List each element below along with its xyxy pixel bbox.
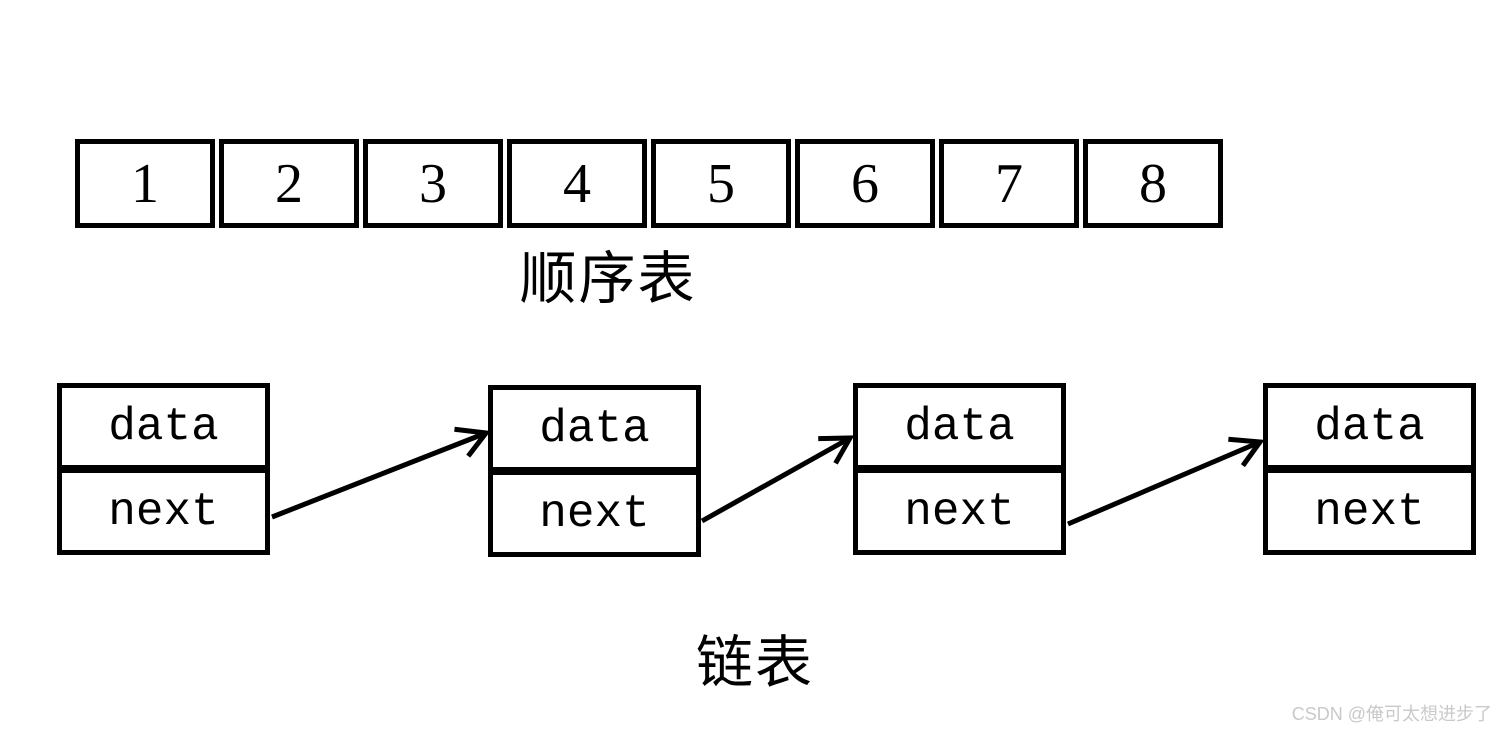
array-cell-value: 6 bbox=[851, 152, 879, 215]
node-data-field: data bbox=[1268, 388, 1471, 473]
next-pointer-arrow bbox=[700, 438, 850, 524]
next-pointer-arrow bbox=[271, 433, 486, 520]
list-node: data next bbox=[1263, 383, 1476, 555]
next-pointer-arrow bbox=[1067, 442, 1260, 527]
array-cell: 3 bbox=[363, 139, 503, 228]
array-cell: 8 bbox=[1083, 139, 1223, 228]
node-data-field: data bbox=[858, 388, 1061, 473]
watermark: CSDN @俺可太想进步了 bbox=[1291, 704, 1492, 724]
array-cell-value: 8 bbox=[1139, 152, 1167, 215]
sequential-list: 1 2 3 4 5 6 7 8 bbox=[75, 139, 1223, 228]
array-cell-value: 1 bbox=[131, 152, 159, 215]
array-cell: 2 bbox=[219, 139, 359, 228]
node-next-field: next bbox=[108, 485, 219, 538]
list-node: data next bbox=[57, 383, 270, 555]
node-next-field: next bbox=[1314, 485, 1425, 538]
array-cell: 7 bbox=[939, 139, 1079, 228]
node-data-field: data bbox=[493, 390, 696, 475]
sequential-list-label: 顺序表 bbox=[519, 248, 697, 311]
array-cell-value: 2 bbox=[275, 152, 303, 215]
array-cell: 1 bbox=[75, 139, 215, 228]
node-next-field: next bbox=[539, 487, 650, 540]
array-cell-value: 4 bbox=[563, 152, 591, 215]
node-next-field: next bbox=[904, 485, 1015, 538]
list-node: data next bbox=[853, 383, 1066, 555]
array-cell: 4 bbox=[507, 139, 647, 228]
array-cell: 5 bbox=[651, 139, 791, 228]
array-cell-value: 5 bbox=[707, 152, 735, 215]
list-node: data next bbox=[488, 385, 701, 557]
array-cell-value: 3 bbox=[419, 152, 447, 215]
array-cell: 6 bbox=[795, 139, 935, 228]
array-cell-value: 7 bbox=[995, 152, 1023, 215]
node-data-field: data bbox=[62, 388, 265, 473]
linked-list-label: 链表 bbox=[696, 632, 814, 695]
